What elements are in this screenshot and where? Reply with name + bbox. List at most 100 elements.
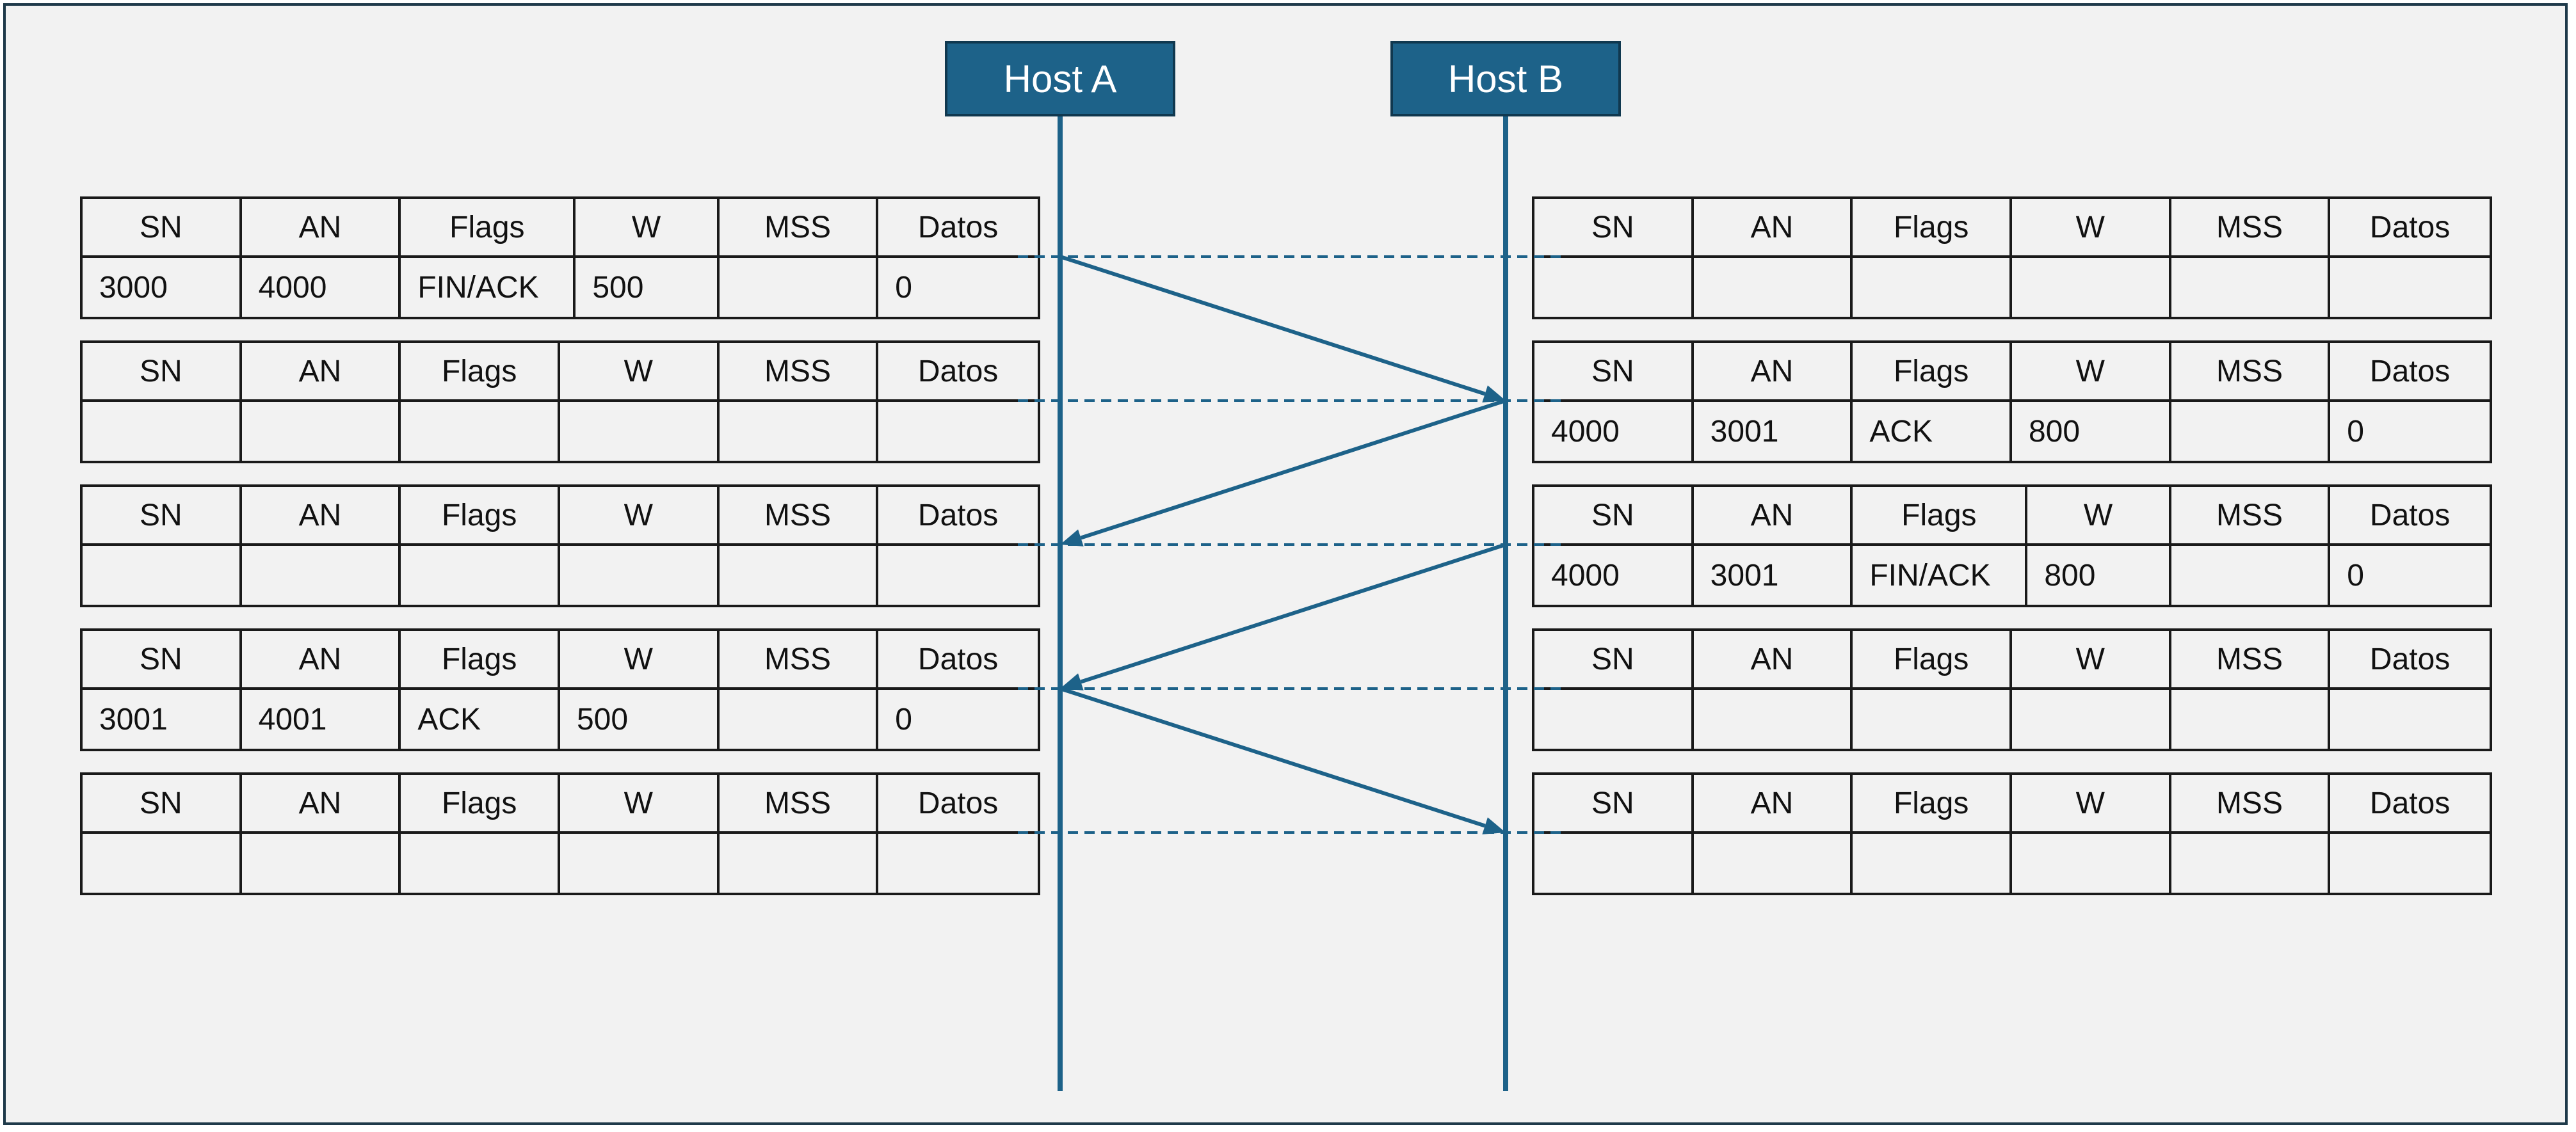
table-value-row: 4000 3001 FIN/ACK 800 0 (1534, 546, 2490, 605)
table-header-row: SN AN Flags W MSS Datos (1534, 775, 2490, 834)
header-an: AN (1694, 631, 1853, 687)
header-w: W (2012, 775, 2171, 831)
value-sn: 3000 (83, 258, 242, 317)
table-header-row: SN AN Flags W MSS Datos (83, 631, 1038, 690)
host-b-segment-table-1: SN AN Flags W MSS Datos (1532, 196, 2492, 319)
table-value-row (1534, 834, 2490, 893)
value-mss (2171, 690, 2331, 749)
header-sn: SN (83, 199, 242, 255)
value-mss (2171, 834, 2331, 893)
header-mss: MSS (720, 775, 879, 831)
table-header-row: SN AN Flags W MSS Datos (83, 343, 1038, 402)
header-flags: Flags (1853, 487, 2028, 543)
table-value-row (1534, 258, 2490, 317)
header-datos: Datos (917, 354, 999, 388)
host-b-segment-table-5: SN AN Flags W MSS Datos (1532, 772, 2492, 895)
value-sn (83, 834, 242, 893)
header-datos: Datos (917, 786, 999, 820)
header-datos: Datos (2369, 354, 2451, 388)
value-sn: 4000 (1534, 402, 1694, 461)
value-flags (1853, 834, 2012, 893)
value-an: 3001 (1694, 402, 1853, 461)
value-sn (1534, 258, 1694, 317)
host-a-segment-table-5: SN AN Flags W MSS Datos (80, 772, 1040, 895)
value-w: 500 (576, 258, 720, 317)
value-an (1694, 690, 1853, 749)
value-mss (2171, 546, 2331, 605)
header-w: W (2012, 343, 2171, 399)
header-flags: Flags (401, 631, 560, 687)
value-w: 500 (560, 690, 720, 749)
host-b-segment-table-2: SN AN Flags W MSS Datos 4000 3001 ACK 80… (1532, 340, 2492, 463)
header-w: W (560, 775, 720, 831)
value-flags: ACK (1853, 402, 2012, 461)
header-an: AN (242, 199, 401, 255)
value-datos (878, 402, 1038, 461)
header-an: AN (242, 631, 401, 687)
header-w: W (2027, 487, 2171, 543)
value-an: 4001 (242, 690, 401, 749)
table-header-row: SN AN Flags W MSS Datos (1534, 343, 2490, 402)
header-mss: MSS (720, 631, 879, 687)
header-sn: SN (83, 487, 242, 543)
value-mss (2171, 258, 2331, 317)
value-flags (401, 834, 560, 893)
header-flags: Flags (1853, 775, 2012, 831)
value-mss (720, 546, 879, 605)
header-an: AN (242, 487, 401, 543)
table-value-row (83, 546, 1038, 605)
header-an: AN (242, 775, 401, 831)
value-sn: 3001 (83, 690, 242, 749)
value-w (560, 834, 720, 893)
host-b-box: Host B (1390, 41, 1621, 116)
header-w: W (560, 343, 720, 399)
table-header-row: SN AN Flags W MSS Datos (1534, 199, 2490, 258)
value-datos: 0 (2347, 414, 2364, 449)
host-b-label: Host B (1447, 57, 1564, 100)
header-sn: SN (83, 343, 242, 399)
value-sn (83, 546, 242, 605)
header-mss: MSS (720, 343, 879, 399)
header-an: AN (1694, 343, 1853, 399)
host-a-segment-table-3: SN AN Flags W MSS Datos (80, 484, 1040, 607)
header-datos: Datos (2369, 786, 2451, 820)
table-header-row: SN AN Flags W MSS Datos (83, 775, 1038, 834)
value-w (560, 546, 720, 605)
value-sn (83, 402, 242, 461)
value-flags: ACK (401, 690, 560, 749)
value-flags (1853, 690, 2012, 749)
header-w: W (576, 199, 720, 255)
header-flags: Flags (1853, 199, 2012, 255)
value-flags: FIN/ACK (401, 258, 576, 317)
host-b-segment-table-4: SN AN Flags W MSS Datos (1532, 628, 2492, 751)
table-header-row: SN AN Flags W MSS Datos (83, 199, 1038, 258)
header-flags: Flags (1853, 343, 2012, 399)
host-a-segment-table-1: SN AN Flags W MSS Datos 3000 4000 FIN/AC… (80, 196, 1040, 319)
header-w: W (2012, 631, 2171, 687)
header-datos: Datos (2369, 210, 2451, 244)
header-an: AN (242, 343, 401, 399)
value-an: 3001 (1694, 546, 1853, 605)
host-a-segment-table-2: SN AN Flags W MSS Datos (80, 340, 1040, 463)
header-sn: SN (1534, 775, 1694, 831)
value-mss (720, 258, 879, 317)
table-header-row: SN AN Flags W MSS Datos (83, 487, 1038, 546)
header-flags: Flags (401, 343, 560, 399)
table-value-row (83, 834, 1038, 893)
value-an: 4000 (242, 258, 401, 317)
value-an (1694, 834, 1853, 893)
value-an (242, 834, 401, 893)
header-datos: Datos (2369, 642, 2451, 676)
host-b-segment-table-3: SN AN Flags W MSS Datos 4000 3001 FIN/AC… (1532, 484, 2492, 607)
value-sn (1534, 690, 1694, 749)
value-mss (2171, 402, 2331, 461)
host-a-label: Host A (1003, 57, 1117, 100)
header-mss: MSS (2171, 199, 2331, 255)
header-mss: MSS (720, 487, 879, 543)
header-mss: MSS (720, 199, 879, 255)
table-value-row (83, 402, 1038, 461)
value-w (560, 402, 720, 461)
header-w: W (2012, 199, 2171, 255)
value-an (1694, 258, 1853, 317)
